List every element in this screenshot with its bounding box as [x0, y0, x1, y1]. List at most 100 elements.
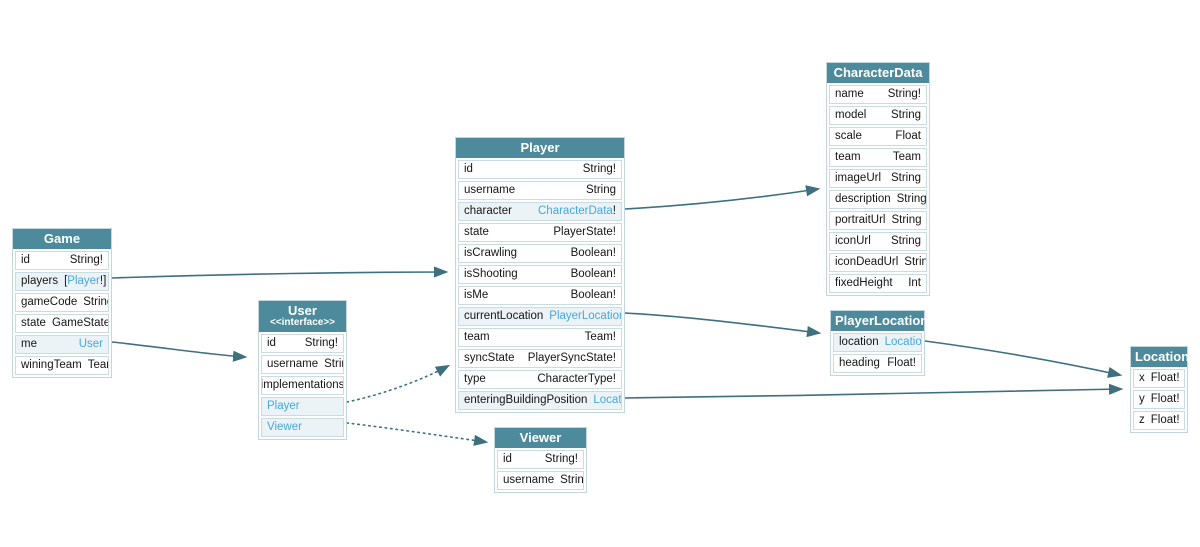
- field-type: Float!: [887, 355, 916, 372]
- field-name: iconDeadUrl: [835, 256, 899, 268]
- field-type-text: String: [890, 109, 921, 121]
- field-type-text: Team: [892, 151, 921, 163]
- field-type: PlayerSyncState!: [528, 350, 616, 367]
- field-type-link[interactable]: Location: [593, 394, 622, 406]
- section-row-implementations[interactable]: implementations: [261, 376, 344, 395]
- type-node-header[interactable]: Game: [13, 229, 111, 249]
- type-title: PlayerLocation: [835, 313, 929, 328]
- field-type-link[interactable]: PlayerLocation: [549, 310, 622, 322]
- field-type: String: [891, 107, 921, 124]
- field-type: String!: [583, 161, 616, 178]
- type-node-header[interactable]: Location: [1131, 347, 1189, 367]
- field-type-text: String: [585, 184, 616, 196]
- field-type-text: String: [560, 474, 584, 486]
- type-node-header[interactable]: Viewer: [495, 428, 586, 448]
- field-type-text: Team: [87, 359, 108, 371]
- implementation-link[interactable]: Player: [267, 400, 300, 412]
- type-title: Game: [43, 231, 81, 246]
- field-row-isShooting[interactable]: isShooting Boolean!: [458, 265, 622, 284]
- field-name: implementations: [261, 379, 344, 391]
- field-type: String: [904, 254, 926, 271]
- type-node-header[interactable]: PlayerLocation: [831, 311, 929, 331]
- field-row-model[interactable]: model String: [829, 106, 927, 125]
- field-type-text: Boolean!: [570, 268, 616, 280]
- field-name: id: [503, 453, 512, 465]
- implementation-link[interactable]: Viewer: [267, 421, 302, 433]
- field-type: String: [324, 356, 343, 373]
- field-type-link[interactable]: Player: [67, 275, 100, 287]
- edge-playerlocation-location-to-location: [924, 340, 1123, 378]
- field-name: state: [21, 317, 46, 329]
- field-row-gameCode[interactable]: gameCodeString!: [15, 293, 109, 312]
- field-row-username[interactable]: username String: [497, 471, 584, 490]
- field-type: String: [586, 182, 616, 199]
- type-node-header[interactable]: CharacterData: [827, 63, 929, 83]
- field-type: Float!: [1151, 370, 1180, 387]
- field-name: currentLocation: [464, 310, 544, 322]
- field-row-location[interactable]: locationLocation!: [833, 333, 922, 352]
- field-type-link[interactable]: User: [78, 338, 103, 350]
- field-row-winingTeam[interactable]: winingTeam Team: [15, 356, 109, 375]
- field-type-suffix: !]: [99, 275, 107, 287]
- field-name: gameCode: [21, 296, 78, 308]
- field-name: winingTeam: [21, 359, 82, 371]
- field-type: User: [79, 336, 103, 353]
- field-row-heading[interactable]: heading Float!: [833, 354, 922, 373]
- field-name: heading: [839, 357, 880, 369]
- field-name: model: [835, 109, 867, 121]
- implementation-row-Viewer[interactable]: Viewer: [261, 418, 344, 437]
- field-name: isShooting: [464, 268, 518, 280]
- field-type: CharacterData!: [538, 203, 616, 220]
- field-type: String!: [888, 86, 921, 103]
- implementation-row-Player[interactable]: Player: [261, 397, 344, 416]
- field-name: username: [503, 474, 555, 486]
- field-type: Int: [908, 275, 921, 292]
- field-type-link[interactable]: Location: [884, 336, 922, 348]
- type-node-header[interactable]: User<<interface>>: [259, 301, 346, 332]
- field-row-iconDeadUrl[interactable]: iconDeadUrl String: [829, 253, 927, 272]
- field-row-players[interactable]: players[Player!]: [15, 272, 109, 291]
- field-type-link[interactable]: CharacterData: [538, 205, 613, 217]
- type-node-playerlocation[interactable]: PlayerLocation locationLocation! heading Fl…: [830, 310, 929, 376]
- field-type-text: Float!: [1150, 372, 1180, 384]
- field-type: String: [891, 212, 921, 229]
- field-type: String!: [70, 252, 103, 269]
- type-node-header[interactable]: Player: [456, 138, 624, 158]
- field-name: state: [464, 226, 489, 238]
- field-row-enteringBuildingPosition[interactable]: enteringBuildingPositionLocation: [458, 391, 622, 410]
- field-type: Team: [87, 357, 108, 374]
